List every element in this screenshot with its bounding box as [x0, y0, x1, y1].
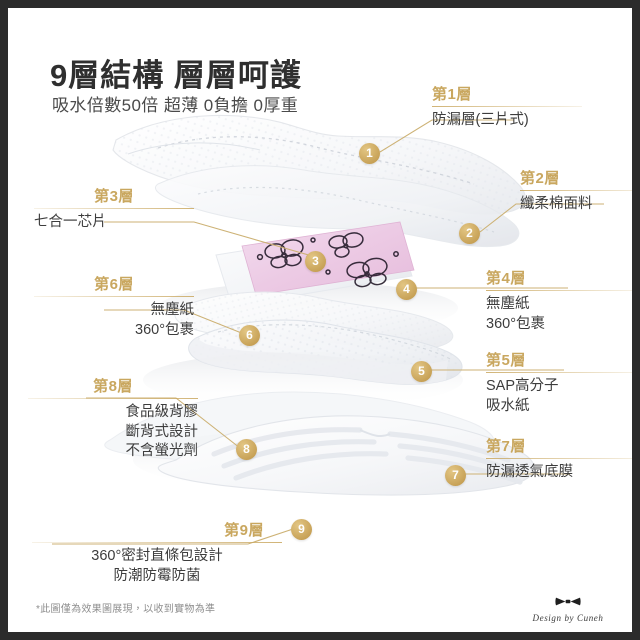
- page-title: 9層結構 層層呵護: [50, 58, 302, 93]
- callout-layer-7: 第7層 防漏透氣底膜: [486, 438, 632, 483]
- callout-layer-9-rule: [32, 542, 282, 544]
- layer-bullet-4[interactable]: 4: [396, 279, 417, 300]
- callout-layer-7-rule: [486, 458, 632, 460]
- callout-layer-3-number: 第3層: [94, 188, 134, 205]
- callout-layer-2: 第2層 纖柔棉面料: [520, 170, 632, 215]
- callout-layer-7-desc-line-1: 防漏透氣底膜: [486, 464, 573, 481]
- callout-layer-8-desc-line-2: 斷背式設計: [125, 423, 199, 440]
- callout-layer-2-number: 第2層: [520, 170, 560, 187]
- brand-mark: Design by Cuneh: [522, 596, 614, 626]
- callout-layer-4-rule: [486, 290, 632, 292]
- callout-layer-7-number: 第7層: [486, 438, 526, 455]
- callout-layer-8-number: 第8層: [93, 378, 133, 395]
- disclaimer-text: *此圖僅為效果圖展現，以收到實物為準: [36, 604, 216, 615]
- layer-bullet-9[interactable]: 9: [291, 519, 312, 540]
- callout-layer-1-rule: [432, 106, 582, 108]
- callout-layer-6-desc-line-2: 360°包裹: [135, 321, 194, 338]
- bowtie-icon: [555, 597, 581, 606]
- callout-layer-5-rule: [486, 372, 632, 374]
- callout-layer-4: 第4層 無塵紙 360°包裹: [486, 270, 632, 334]
- brand-byline: Design by Cuneh: [532, 613, 604, 623]
- callout-layer-6: 第6層 無塵紙 360°包裹: [34, 276, 194, 340]
- callout-layer-3-rule: [34, 208, 194, 210]
- callout-layer-8: 第8層 食品級背膠 斷背式設計 不含螢光劑: [28, 378, 198, 462]
- callout-layer-6-desc-line-1: 無塵紙: [150, 302, 195, 319]
- callout-layer-6-rule: [34, 296, 194, 298]
- callout-layer-3: 第3層 七合一芯片: [34, 188, 194, 233]
- callout-layer-8-rule: [28, 398, 198, 400]
- callout-layer-1-number: 第1層: [432, 86, 472, 103]
- callout-layer-5: 第5層 SAP高分子 吸水紙: [486, 352, 632, 416]
- callout-layer-4-desc-line-2: 360°包裹: [486, 315, 545, 332]
- callout-layer-8-desc-line-3: 不含螢光劑: [125, 443, 199, 460]
- callout-layer-9-number: 第9層: [224, 522, 264, 539]
- callout-layer-4-number: 第4層: [486, 270, 526, 287]
- callout-layer-2-desc-line-1: 纖柔棉面料: [520, 196, 593, 213]
- infographic-canvas: 9層結構 層層呵護 吸水倍數50倍 超薄 0負擔 0厚重: [8, 8, 632, 632]
- layer-bullet-2[interactable]: 2: [459, 223, 480, 244]
- layer-bullet-3[interactable]: 3: [305, 251, 326, 272]
- callout-layer-1: 第1層 防漏層(三片式): [432, 86, 582, 131]
- layer-bullet-7[interactable]: 7: [445, 465, 466, 486]
- callout-layer-5-desc-line-1: SAP高分子: [486, 378, 559, 395]
- page-subtitle: 吸水倍數50倍 超薄 0負擔 0厚重: [52, 96, 299, 115]
- callout-layer-5-desc-line-2: 吸水紙: [486, 397, 530, 414]
- callout-layer-9: 第9層 360°密封直條包設計 防潮防霉防菌: [32, 522, 282, 586]
- callout-layer-1-desc-line-1: 防漏層(三片式): [432, 112, 529, 129]
- callout-layer-5-number: 第5層: [486, 352, 526, 369]
- layer-bullet-8[interactable]: 8: [236, 439, 257, 460]
- callout-layer-9-desc-line-1: 360°密封直條包設計: [91, 548, 223, 565]
- callout-layer-4-desc-line-1: 無塵紙: [486, 296, 530, 313]
- layer-bullet-6[interactable]: 6: [239, 325, 260, 346]
- callout-layer-9-desc-line-2: 防潮防霉防菌: [113, 567, 201, 584]
- layer-bullet-1[interactable]: 1: [359, 143, 380, 164]
- callout-layer-6-number: 第6層: [94, 276, 134, 293]
- callout-layer-8-desc-line-1: 食品級背膠: [125, 404, 199, 421]
- layer-bullet-5[interactable]: 5: [411, 361, 432, 382]
- callout-layer-2-rule: [520, 190, 632, 192]
- callout-layer-3-desc-line-1: 七合一芯片: [34, 214, 107, 231]
